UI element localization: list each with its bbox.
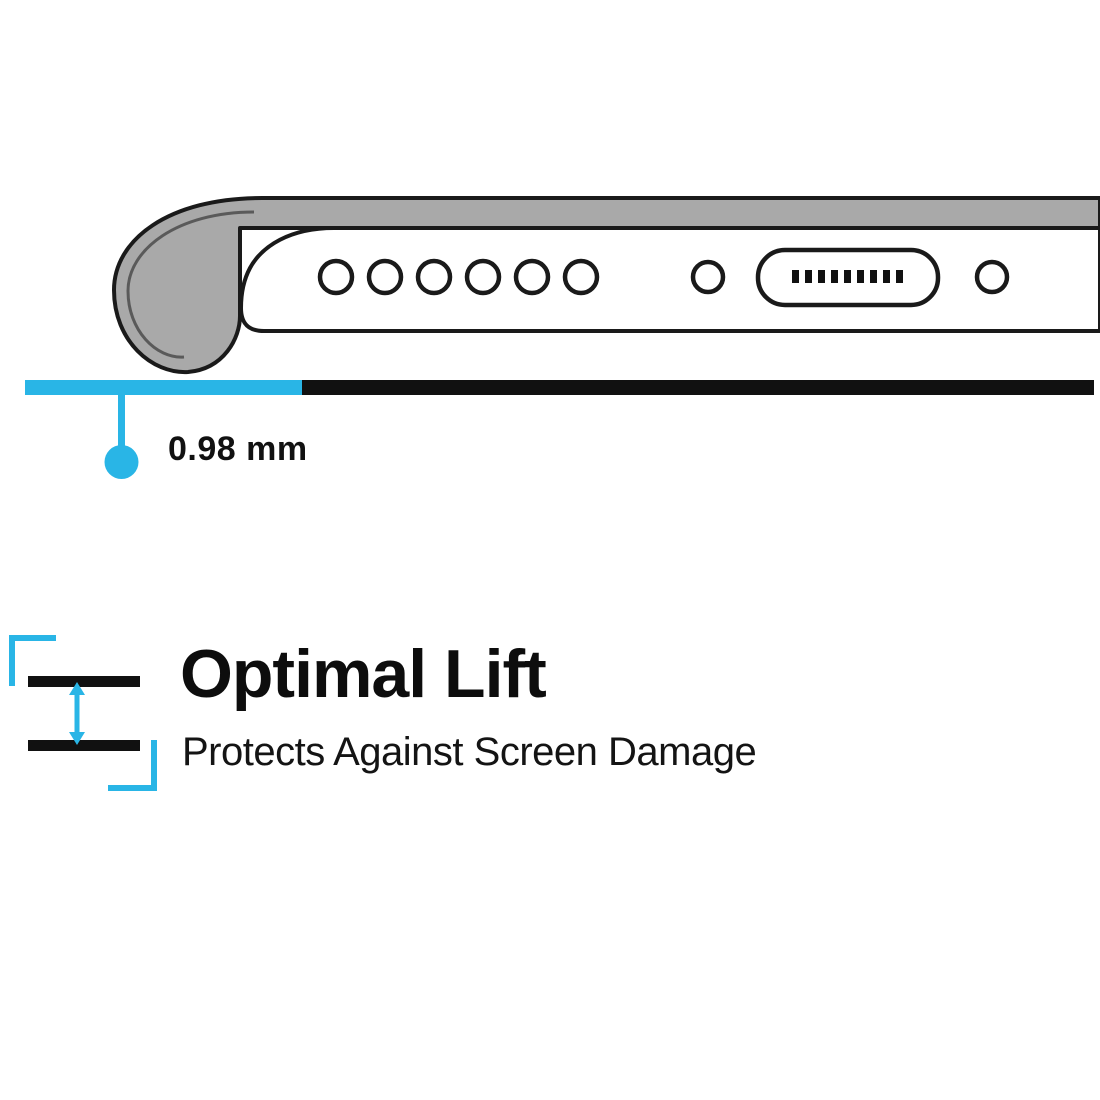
optimal-lift-icon <box>9 635 157 791</box>
port-pin <box>818 270 825 283</box>
speaker-hole <box>464 258 502 296</box>
lift-gap-bar-cyan <box>25 380 302 395</box>
case-inner-line <box>126 210 255 359</box>
speaker-hole <box>366 258 404 296</box>
surface-bar-black <box>302 380 1094 395</box>
screw-right-icon <box>974 259 1010 295</box>
speaker-hole <box>562 258 600 296</box>
lift-arrow-head-up <box>69 682 85 695</box>
port-pin <box>896 270 903 283</box>
port-pin <box>844 270 851 283</box>
lift-arrow-head-down <box>69 732 85 745</box>
speaker-hole <box>513 258 551 296</box>
port-pin <box>857 270 864 283</box>
port-pin <box>792 270 799 283</box>
lift-icon-bar-top <box>28 676 140 687</box>
port-pin <box>805 270 812 283</box>
speaker-hole <box>415 258 453 296</box>
lift-measurement-value: 0.98 mm <box>168 430 308 468</box>
feature-subtitle: Protects Against Screen Damage <box>182 730 757 774</box>
lift-icon-bar-bottom <box>28 740 140 751</box>
speaker-hole <box>317 258 355 296</box>
measure-pointer-dot <box>104 445 139 479</box>
port-pin <box>883 270 890 283</box>
measure-pointer-line <box>118 395 125 447</box>
feature-title: Optimal Lift <box>180 636 547 712</box>
port-pin <box>831 270 838 283</box>
bracket-bottom-right <box>108 740 157 791</box>
screw-left-icon <box>690 259 726 295</box>
charging-port-pins <box>792 270 903 283</box>
phone-bottom-illustration <box>25 196 1100 479</box>
speaker-holes <box>317 258 600 296</box>
port-pin <box>870 270 877 283</box>
bracket-top-left <box>9 635 56 686</box>
